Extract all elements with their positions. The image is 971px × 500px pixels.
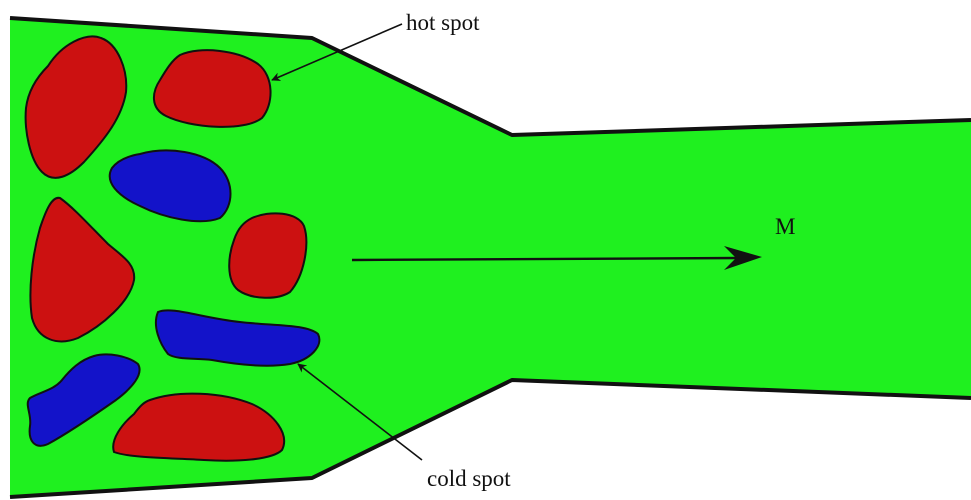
flow-label: M [775,214,795,239]
hot-spot-blob [229,213,306,297]
hot-spot-label: hot spot [406,10,480,35]
hot-spot-blob [154,50,271,127]
cold-spot-label: cold spot [427,466,511,491]
